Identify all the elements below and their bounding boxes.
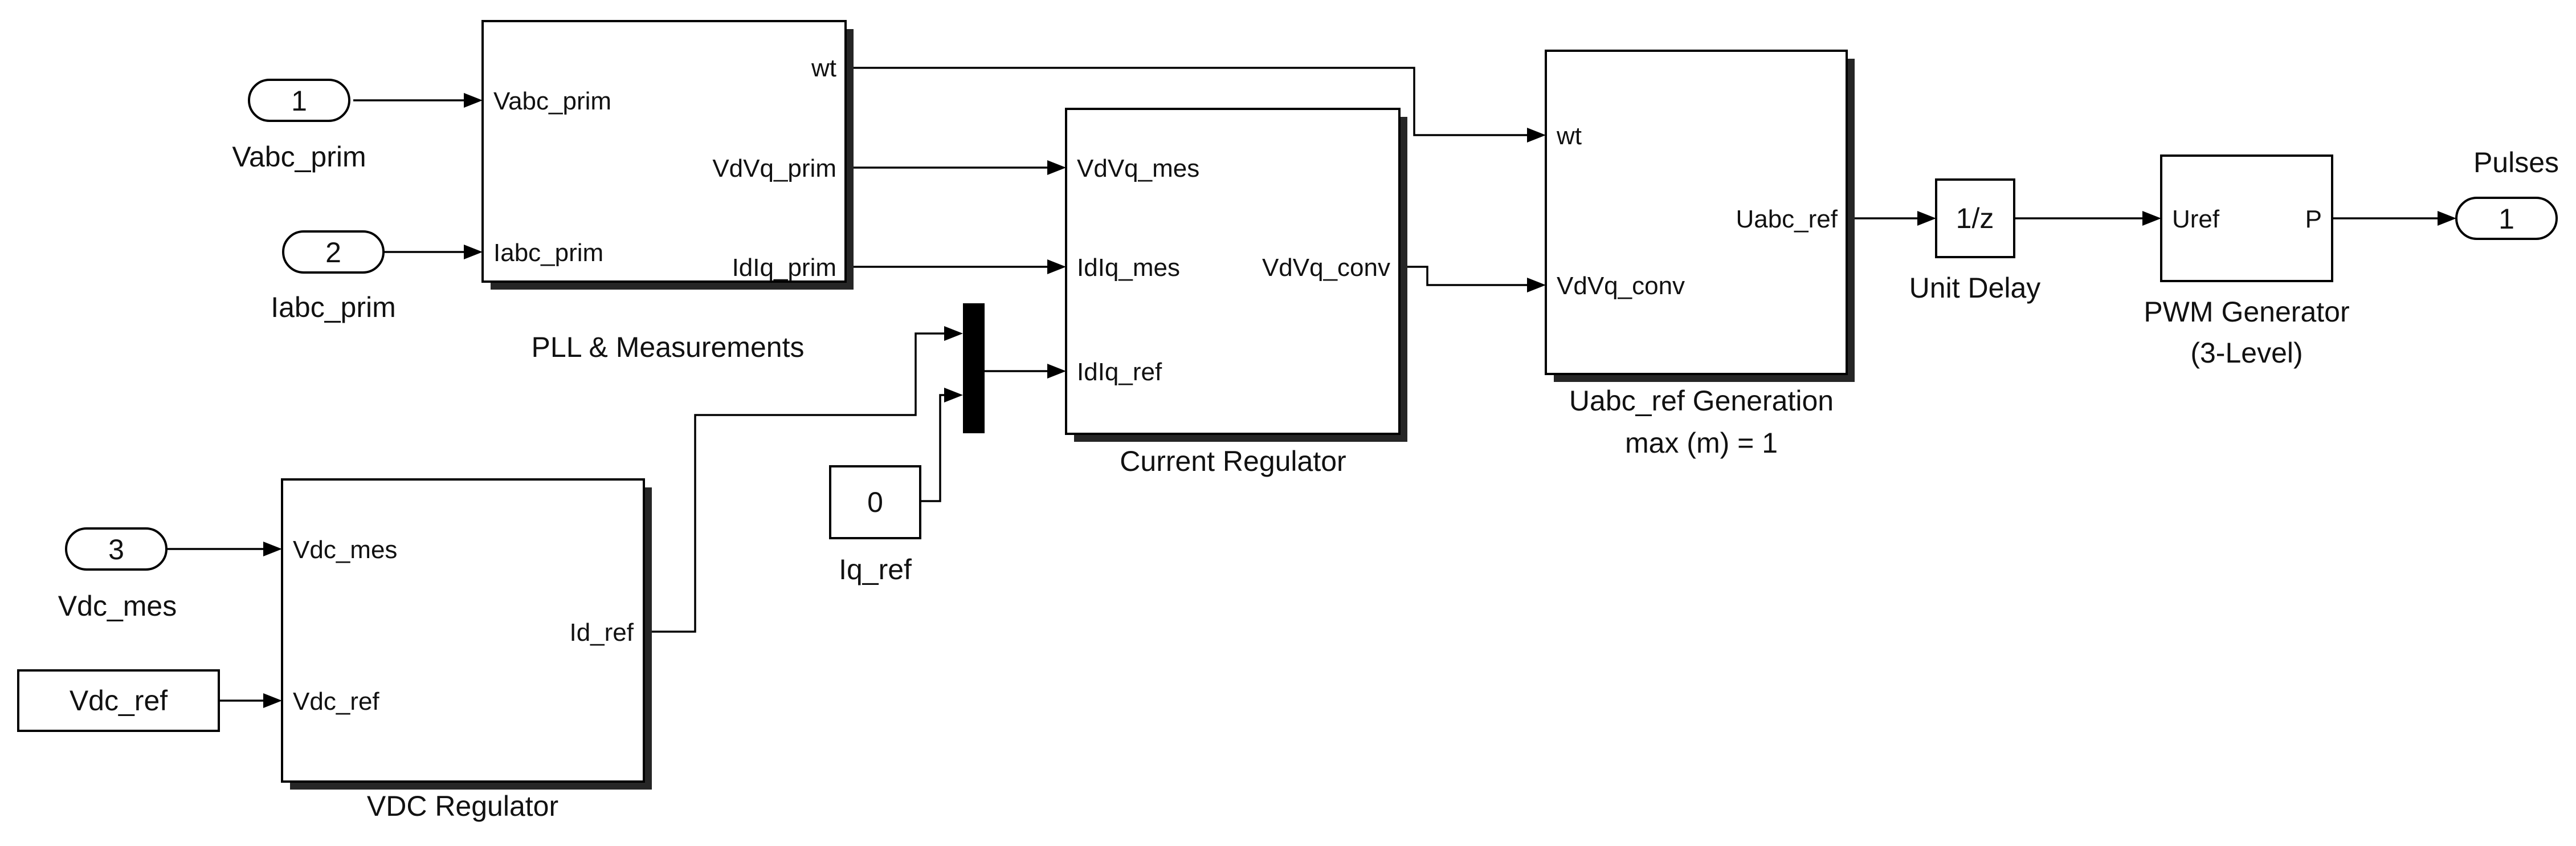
arrowhead <box>263 693 282 708</box>
constant-iq-ref-name: Iq_ref <box>839 554 912 585</box>
inport-1-name: Vabc_prim <box>232 141 366 173</box>
arrowhead <box>2142 211 2161 226</box>
current-regulator-input-vdvq-mes: VdVq_mes <box>1077 154 1199 182</box>
uabc-gen-title: Uabc_ref Generation <box>1569 385 1834 417</box>
arrowhead <box>2438 211 2456 226</box>
arrowhead <box>1047 259 1066 274</box>
arrowhead <box>263 542 282 556</box>
wire-wt[interactable] <box>846 67 1527 136</box>
outport-1-number: 1 <box>2499 203 2514 235</box>
uabc-gen-input-wt: wt <box>1556 122 1582 150</box>
pll-measurements-title: PLL & Measurements <box>532 331 805 363</box>
pll-measurements-block[interactable]: Vabc_prim Iabc_prim wt VdVq_prim IdIq_pr… <box>481 20 854 363</box>
pll-input-vabc-prim: Vabc_prim <box>493 87 611 115</box>
wire-id-ref[interactable] <box>650 332 946 633</box>
signal-wires <box>165 67 2438 702</box>
constant-vdc-ref[interactable]: Vdc_ref <box>17 669 220 732</box>
pll-output-wt: wt <box>811 54 836 82</box>
arrowhead <box>1527 128 1546 143</box>
mux-block[interactable] <box>963 303 985 433</box>
current-regulator-body[interactable] <box>1065 108 1401 435</box>
inport-3[interactable]: 3 Vdc_mes <box>58 527 177 622</box>
vdc-regulator-block[interactable]: Vdc_mes Vdc_ref Id_ref VDC Regulator <box>281 478 652 822</box>
inport-1[interactable]: 1 Vabc_prim <box>232 79 366 173</box>
vdc-regulator-input-vdc-ref: Vdc_ref <box>293 688 379 715</box>
arrowhead <box>1047 364 1066 379</box>
uabc-ref-generation-body[interactable] <box>1545 50 1848 375</box>
wire-vdvq-conv[interactable] <box>1399 266 1527 286</box>
inport-2-name: Iabc_prim <box>271 291 396 323</box>
current-regulator-title: Current Regulator <box>1120 445 1346 477</box>
arrowhead <box>1047 160 1066 175</box>
uabc-gen-input-vdvq-conv: VdVq_conv <box>1557 272 1685 300</box>
uabc-gen-output-uabc-ref: Uabc_ref <box>1736 205 1838 233</box>
current-regulator-input-idiq-ref: IdIq_ref <box>1077 358 1162 386</box>
constant-iq-ref-shape[interactable] <box>829 465 921 539</box>
inport-1-shape[interactable] <box>248 79 350 122</box>
outport-1-name: Pulses <box>2473 147 2559 178</box>
inport-3-number: 3 <box>108 534 124 566</box>
inport-3-name: Vdc_mes <box>58 590 177 622</box>
pwm-generator-title: PWM Generator <box>2144 296 2349 328</box>
outport-1[interactable]: 1 Pulses <box>2455 147 2559 240</box>
pll-input-iabc-prim: Iabc_prim <box>493 239 603 267</box>
unit-delay-title: Unit Delay <box>1909 272 2041 304</box>
arrowhead <box>1917 211 1936 226</box>
wire-arrowheads <box>263 93 2456 708</box>
unit-delay-block[interactable]: 1/z Unit Delay <box>1909 178 2041 304</box>
vdc-regulator-output-id-ref: Id_ref <box>569 619 634 646</box>
unit-delay-body[interactable] <box>1935 178 2015 258</box>
arrowhead <box>464 245 483 259</box>
inport-2-shape[interactable] <box>282 230 385 274</box>
current-regulator-input-idiq-mes: IdIq_mes <box>1077 254 1180 282</box>
vdc-regulator-title: VDC Regulator <box>367 790 558 822</box>
pwm-generator-body[interactable] <box>2160 154 2333 282</box>
wire-iq-ref[interactable] <box>920 394 946 502</box>
vdc-regulator-input-vdc-mes: Vdc_mes <box>293 536 397 564</box>
constant-vdc-ref-value: Vdc_ref <box>70 685 168 717</box>
inport-2[interactable]: 2 Iabc_prim <box>271 230 396 323</box>
pwm-generator-subtitle: (3-Level) <box>2190 337 2303 369</box>
inport-3-shape[interactable] <box>65 527 168 571</box>
arrowhead <box>464 93 483 108</box>
current-regulator-output-vdvq-conv: VdVq_conv <box>1262 254 1390 282</box>
pll-measurements-body[interactable] <box>481 20 847 283</box>
constant-iq-ref-value: 0 <box>867 486 883 518</box>
mux-bar[interactable] <box>963 303 985 433</box>
inport-1-number: 1 <box>291 85 307 117</box>
pwm-input-uref: Uref <box>2172 205 2220 233</box>
inport-2-number: 2 <box>325 237 341 269</box>
constant-vdc-ref-shape[interactable] <box>17 669 220 732</box>
pwm-output-p: P <box>2305 205 2322 233</box>
pwm-generator-block[interactable]: Uref P PWM Generator (3-Level) <box>2144 154 2350 369</box>
uabc-gen-subtitle: max (m) = 1 <box>1625 427 1778 459</box>
unit-delay-transfer: 1/z <box>1956 202 1994 234</box>
constant-iq-ref[interactable]: 0 Iq_ref <box>829 465 921 585</box>
pll-output-vdvq-prim: VdVq_prim <box>712 154 836 182</box>
outport-1-shape[interactable] <box>2455 197 2558 240</box>
current-regulator-block[interactable]: VdVq_mes IdIq_mes IdIq_ref VdVq_conv Cur… <box>1065 108 1407 477</box>
uabc-ref-generation-block[interactable]: wt VdVq_conv Uabc_ref Uabc_ref Generatio… <box>1545 50 1855 459</box>
pll-output-idiq-prim: IdIq_prim <box>732 254 836 282</box>
arrowhead <box>944 326 963 341</box>
arrowhead <box>944 388 963 402</box>
arrowhead <box>1527 278 1546 292</box>
vdc-regulator-body[interactable] <box>281 478 645 783</box>
